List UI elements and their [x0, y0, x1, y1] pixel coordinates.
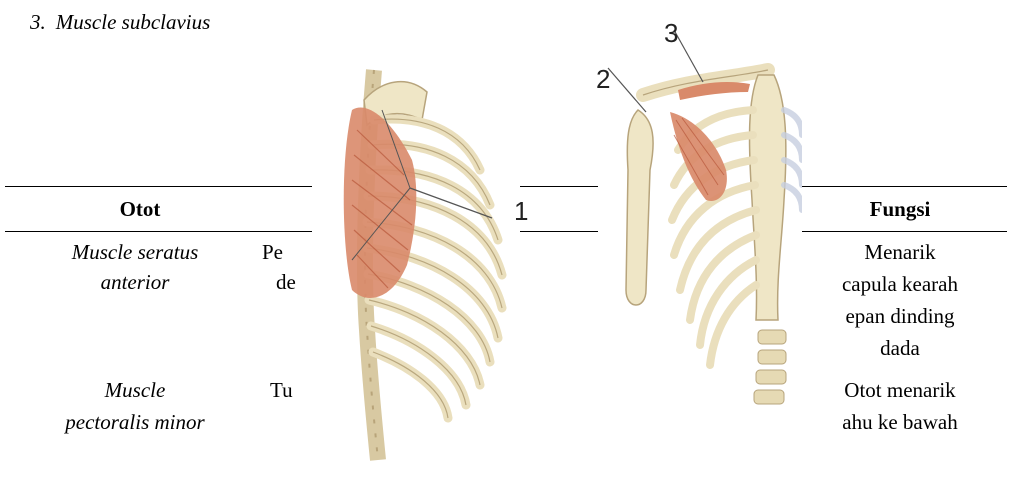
header-muscle: Otot	[40, 193, 240, 225]
ribcage-anterior-figure	[598, 0, 802, 481]
row1-function-line2: capula kearah	[800, 268, 1000, 300]
row1-muscle-line1: Muscle seratus	[10, 236, 260, 268]
row1-function-line3: epan dinding	[800, 300, 1000, 332]
figure-label-2: 2	[596, 64, 610, 95]
row2-muscle-line1: Muscle	[10, 374, 260, 406]
header-function: Fungsi	[800, 193, 1000, 225]
row1-function-line1: Menarik	[800, 236, 1000, 268]
row1-muscle-line2: anterior	[10, 266, 260, 298]
shoulder-anterior-illustration	[598, 0, 802, 481]
section-heading: 3. Muscle subclavius	[30, 10, 210, 35]
figure-label-3: 3	[664, 18, 678, 49]
ribcage-lateral-illustration	[312, 0, 520, 481]
row2-function-line2: ahu ke bawah	[800, 406, 1000, 438]
figure-label-1: 1	[514, 196, 528, 227]
ribcage-lateral-figure	[312, 0, 520, 481]
heading-number: 3.	[30, 10, 46, 34]
row2-function-line1: Otot menarik	[800, 374, 1000, 406]
heading-title: Muscle subclavius	[56, 10, 211, 34]
row2-muscle-line2: pectoralis minor	[10, 406, 260, 438]
row1-function-line4: dada	[800, 332, 1000, 364]
